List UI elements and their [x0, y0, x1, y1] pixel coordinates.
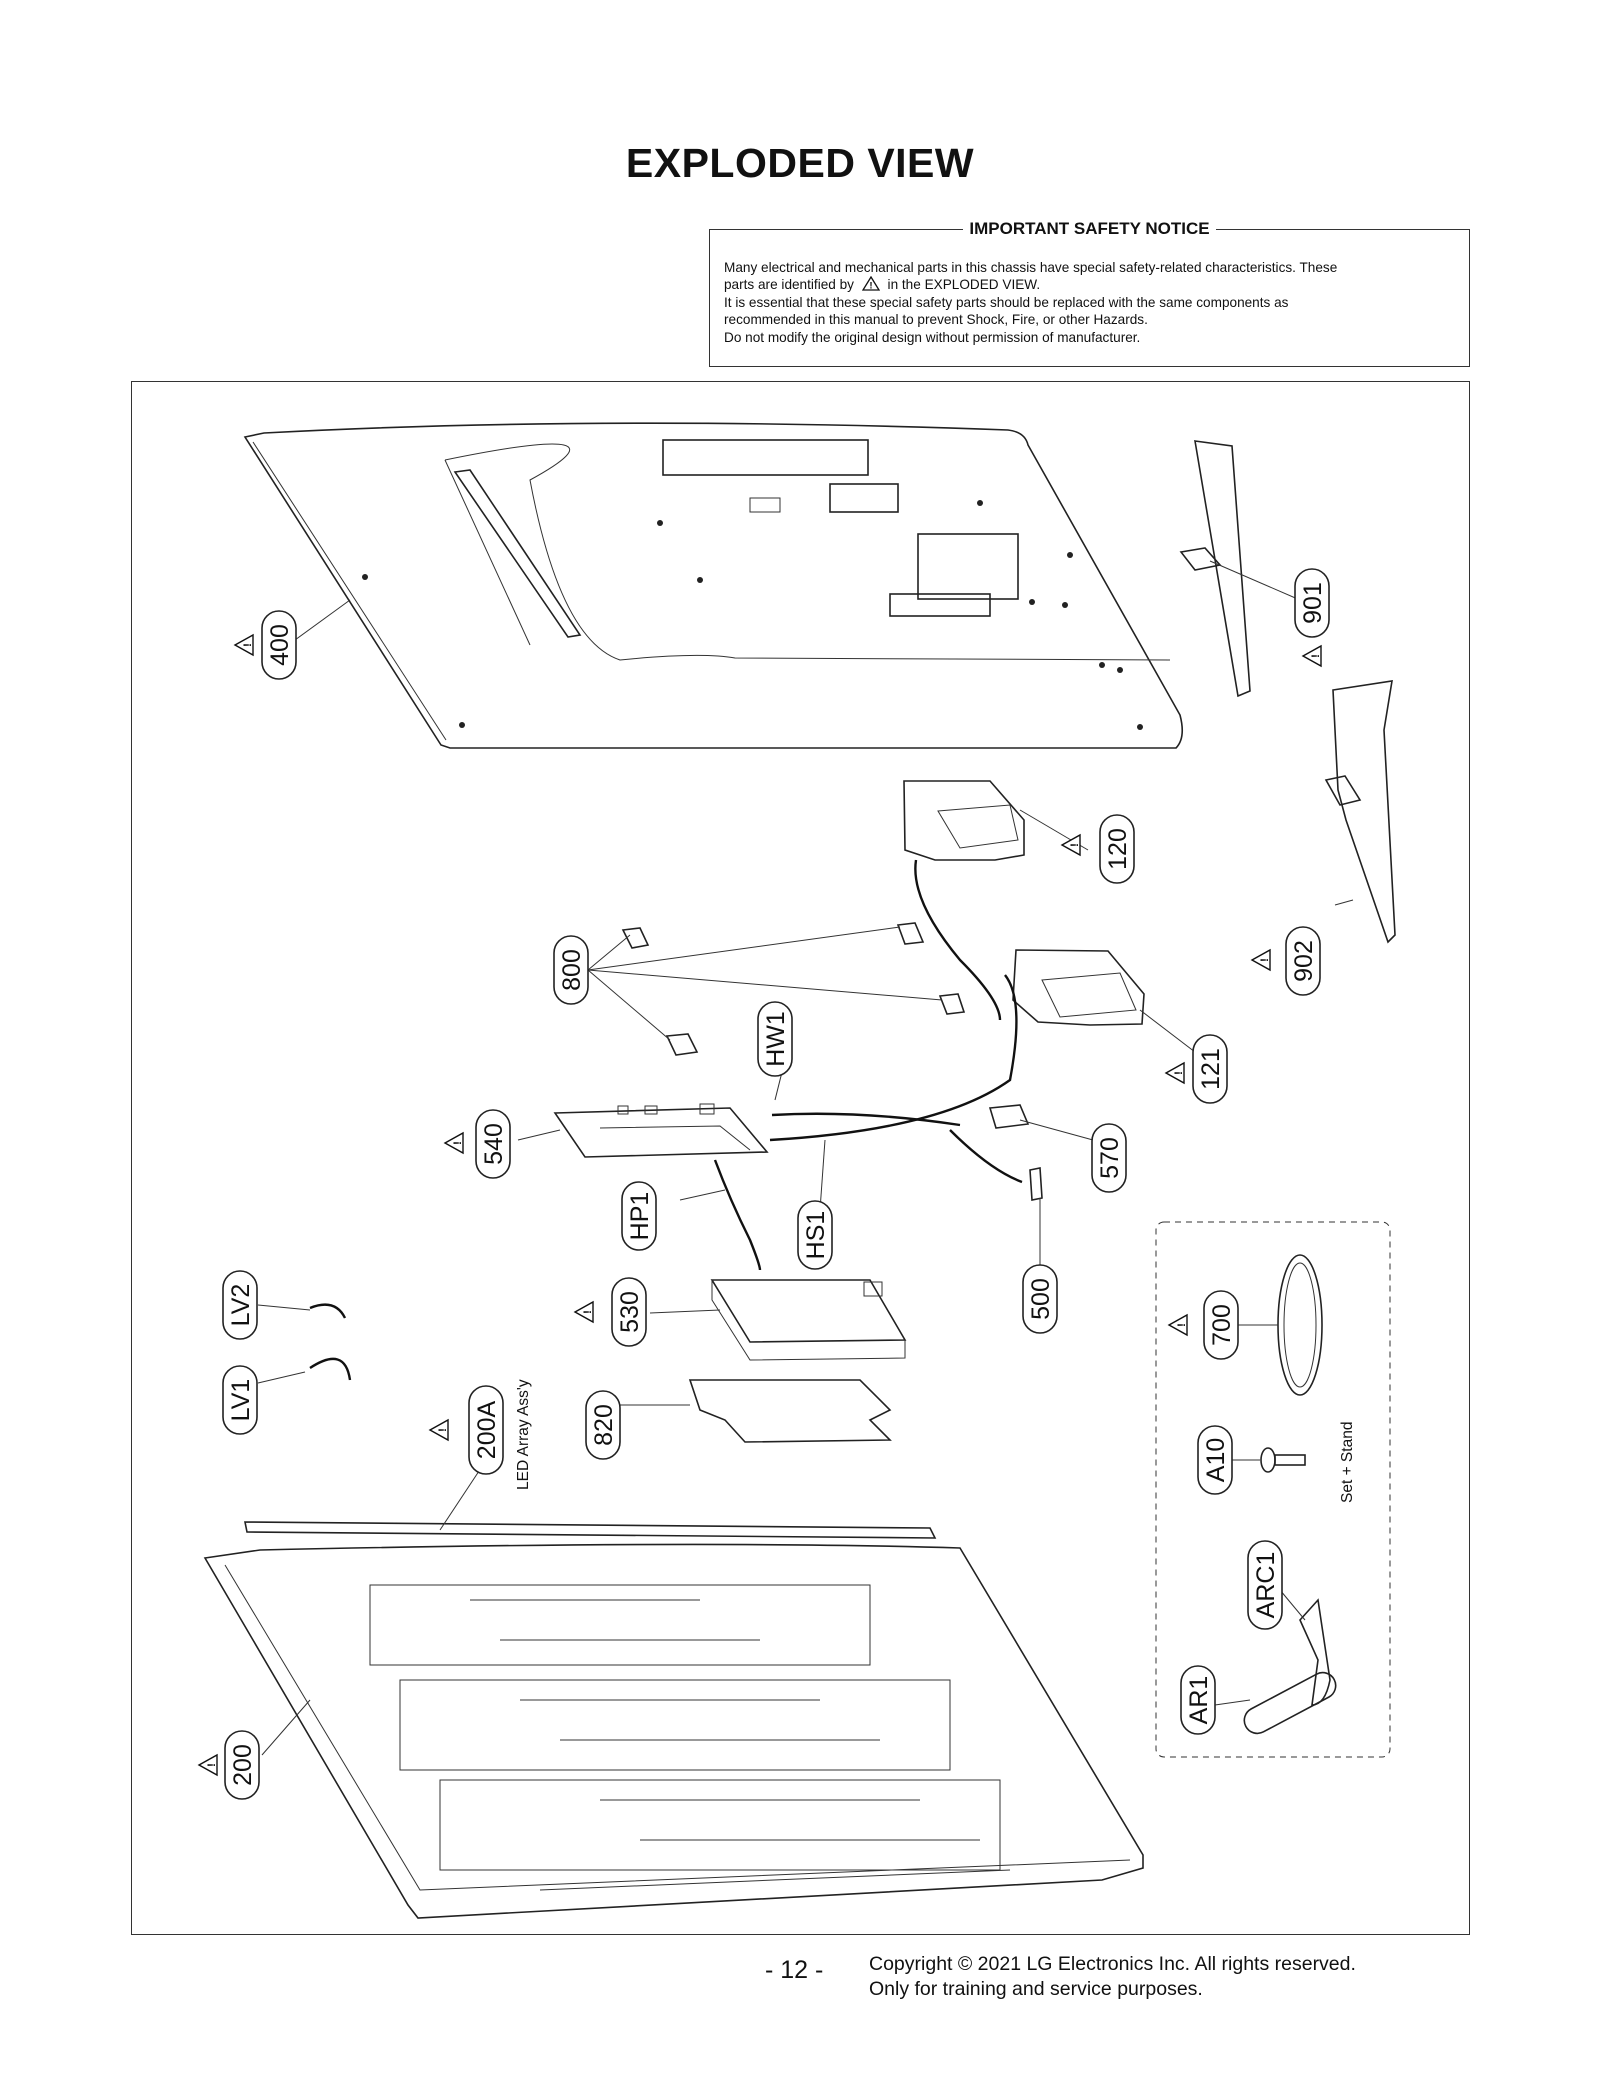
label-570: 570 [1091, 1123, 1127, 1193]
label-hp1: HP1 [621, 1181, 657, 1251]
speaker-530-part [710, 1279, 907, 1361]
stand-902-part [1324, 680, 1396, 944]
power-module-120-part [903, 780, 1025, 861]
svg-text:530: 530 [616, 1291, 644, 1333]
caution-triangle-icon [1168, 1314, 1189, 1336]
notice-line: recommended in this manual to prevent Sh… [724, 312, 1148, 328]
bracket-800-parts [621, 922, 966, 1056]
svg-text:901: 901 [1299, 582, 1327, 624]
label-arc1: ARC1 [1247, 1540, 1283, 1630]
board-570-part [988, 1104, 1030, 1129]
label-700: 700 [1203, 1290, 1239, 1360]
svg-text:120: 120 [1104, 828, 1132, 870]
caution-triangle-icon [1251, 949, 1272, 971]
svg-text:820: 820 [590, 1404, 618, 1446]
svg-text:AR1: AR1 [1185, 1676, 1213, 1725]
cable-lv2 [309, 1303, 347, 1319]
label-200a: 200A [468, 1385, 504, 1475]
remote-ar1-part [1243, 1671, 1337, 1735]
label-121: 121 [1192, 1034, 1228, 1104]
label-901: 901 [1294, 568, 1330, 638]
power-cord-700-part [1277, 1254, 1323, 1396]
wire-hp1 [713, 1159, 762, 1271]
copyright-line: Copyright © 2021 LG Electronics Inc. All… [869, 1953, 1356, 1975]
label-820: 820 [585, 1390, 621, 1460]
caution-triangle-icon [198, 1754, 219, 1776]
svg-text:200A: 200A [473, 1400, 501, 1459]
page-number: - 12 - [765, 1956, 824, 1984]
accessory-box [1155, 1221, 1391, 1758]
led-array-200a-part [244, 1521, 937, 1539]
label-800: 800 [553, 935, 589, 1005]
caution-triangle-icon [574, 1301, 595, 1323]
label-a10: A10 [1197, 1425, 1233, 1495]
wire-120 [914, 859, 1002, 1021]
notice-line-with-icon: parts are identified by ! in the EXPLODE… [724, 276, 1041, 293]
label-lv2: LV2 [222, 1270, 258, 1340]
screw-a10-part [1260, 1447, 1306, 1473]
label-120: 120 [1099, 814, 1135, 884]
copyright-notice: Copyright © 2021 LG Electronics Inc. All… [869, 1952, 1356, 2002]
svg-text:ARC1: ARC1 [1252, 1552, 1280, 1619]
safety-notice-body: Many electrical and mechanical parts in … [724, 259, 1455, 346]
caution-triangle-icon [234, 634, 255, 656]
label-530: 530 [611, 1277, 647, 1347]
caution-triangle-icon [1302, 645, 1323, 667]
svg-text:HP1: HP1 [626, 1192, 654, 1241]
set-stand-caption: Set + Stand [1339, 1422, 1356, 1503]
copyright-line: Only for training and service purposes. [869, 1978, 1203, 2000]
label-ar1: AR1 [1180, 1665, 1216, 1735]
caution-triangle-icon [444, 1132, 465, 1154]
svg-text:800: 800 [558, 949, 586, 991]
caution-triangle-icon [1165, 1062, 1186, 1084]
label-hs1: HS1 [797, 1200, 833, 1270]
svg-text:540: 540 [480, 1123, 508, 1165]
notice-line: It is essential that these special safet… [724, 294, 1289, 310]
led-array-caption: LED Array Ass'y [515, 1379, 532, 1490]
label-lv1: LV1 [222, 1365, 258, 1435]
exploded-view-frame [131, 381, 1470, 1935]
plate-820-part [688, 1379, 892, 1443]
power-module-121-part [1012, 949, 1145, 1026]
safety-notice-heading: IMPORTANT SAFETY NOTICE [963, 219, 1216, 238]
svg-text:700: 700 [1208, 1304, 1236, 1346]
wire-570 [949, 1129, 1023, 1184]
stand-901-part [1179, 440, 1251, 698]
notice-line: Many electrical and mechanical parts in … [724, 260, 1338, 275]
wire-hw1 [771, 1112, 961, 1127]
svg-text:HW1: HW1 [762, 1011, 790, 1067]
svg-text:500: 500 [1027, 1278, 1055, 1320]
notice-line: Do not modify the original design withou… [724, 329, 1141, 345]
svg-text:570: 570 [1096, 1137, 1124, 1179]
wire-hs1 [769, 974, 1018, 1142]
svg-text:LV2: LV2 [227, 1284, 255, 1327]
svg-text:902: 902 [1290, 940, 1318, 982]
svg-text:HS1: HS1 [802, 1211, 830, 1260]
front-panel-200-part [203, 1543, 1144, 1919]
caution-triangle-icon [429, 1419, 450, 1441]
back-cover-part [243, 422, 1184, 749]
svg-text:121: 121 [1197, 1048, 1225, 1090]
board-500-part [1029, 1167, 1043, 1201]
caution-triangle-icon [1061, 834, 1082, 856]
label-200: 200 [224, 1730, 260, 1800]
svg-text:!: ! [869, 281, 872, 291]
cable-lv1 [309, 1357, 352, 1381]
label-400: 400 [261, 610, 297, 680]
page-title: EXPLODED VIEW [625, 140, 975, 186]
label-500: 500 [1022, 1264, 1058, 1334]
svg-text:A10: A10 [1202, 1438, 1230, 1482]
main-board-540-part [553, 1103, 769, 1158]
svg-text:400: 400 [266, 624, 294, 666]
remote-arc1-part [1299, 1598, 1331, 1706]
label-hw1: HW1 [757, 1001, 793, 1077]
label-540: 540 [475, 1109, 511, 1179]
svg-text:200: 200 [229, 1744, 257, 1786]
label-902: 902 [1285, 926, 1321, 996]
caution-triangle-icon: ! [861, 276, 880, 292]
safety-notice-box: IMPORTANT SAFETY NOTICE Many electrical … [709, 219, 1470, 367]
svg-text:LV1: LV1 [227, 1379, 255, 1422]
